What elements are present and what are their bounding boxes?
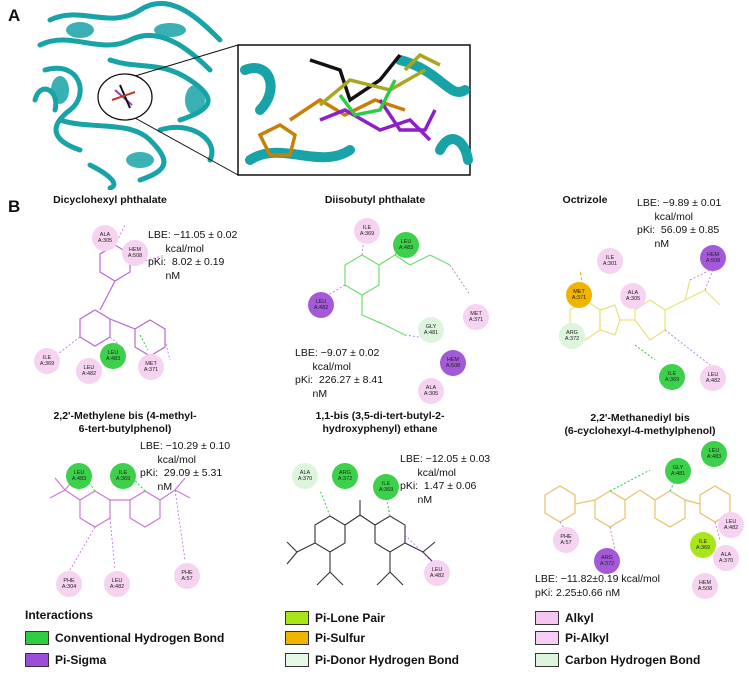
compound-6-title: 2,2'-Methanediyl bis (6-cyclohexyl-4-met…: [564, 412, 716, 437]
legend-pi-sigma: Pi-Sigma: [25, 653, 106, 667]
legend-swatch: [535, 653, 559, 667]
legend-pi-donor-h-bond: Pi-Donor Hydrogen Bond: [285, 653, 459, 667]
legend-swatch: [25, 653, 49, 667]
legend-conventional-h-bond: Conventional Hydrogen Bond: [25, 631, 224, 645]
compound-4-structure: [49, 470, 191, 571]
compound-6-lbe: LBE: −11.82±0.19 kcal/mol pKi: 2.25±0.66…: [535, 573, 660, 599]
compound-4-title: 2,2'-Methylene bis (4-methyl- 6-tert-but…: [53, 410, 197, 435]
legend-title: Interactions: [25, 608, 94, 622]
panel-a-label: A: [8, 6, 21, 25]
legend-swatch: [285, 631, 309, 645]
compound-2-title: Diisobutyl phthalate: [324, 194, 426, 206]
binding-site-circle: [97, 73, 153, 121]
panel-a-figure: [32, 1, 473, 190]
compound-5-title: 1,1-bis (3,5-di-tert-butyl-2- hydroxyphe…: [315, 410, 445, 435]
legend-swatch: [535, 631, 559, 645]
legend-swatch: [535, 611, 559, 625]
legend-swatch: [285, 653, 309, 667]
legend-carbon-h-bond: Carbon Hydrogen Bond: [535, 653, 700, 667]
compound-5-lbe: LBE: −12.05 ± 0.03 kcal/mol pKi: 1.47 ± …: [400, 453, 491, 506]
compound-3-title: Octrizole: [562, 194, 608, 206]
legend-alkyl: Alkyl: [535, 611, 594, 625]
compound-2-lbe: LBE: −9.07 ± 0.02 kcal/mol pKi: 226.27 ±…: [295, 347, 384, 400]
protein-structure: [32, 1, 223, 190]
compound-1-title: Dicyclohexyl phthalate: [53, 194, 167, 206]
legend-pi-lone-pair: Pi-Lone Pair: [285, 611, 385, 625]
compound-4-lbe: LBE: −10.29 ± 0.10 kcal/mol pKi: 29.09 ±…: [140, 440, 231, 493]
legend-swatch: [25, 631, 49, 645]
legend-swatch: [285, 611, 309, 625]
legend-pi-alkyl: Pi-Alkyl: [535, 631, 609, 645]
legend-pi-sulfur: Pi-Sulfur: [285, 631, 365, 645]
compound-1-lbe: LBE: −11.05 ± 0.02 kcal/mol pKi: 8.02 ± …: [148, 229, 238, 282]
compound-5-structure: [286, 490, 436, 586]
compound-3-lbe: LBE: −9.89 ± 0.01 kcal/mol pKi: 56.09 ± …: [637, 197, 722, 250]
panel-b-label: B: [8, 197, 21, 216]
